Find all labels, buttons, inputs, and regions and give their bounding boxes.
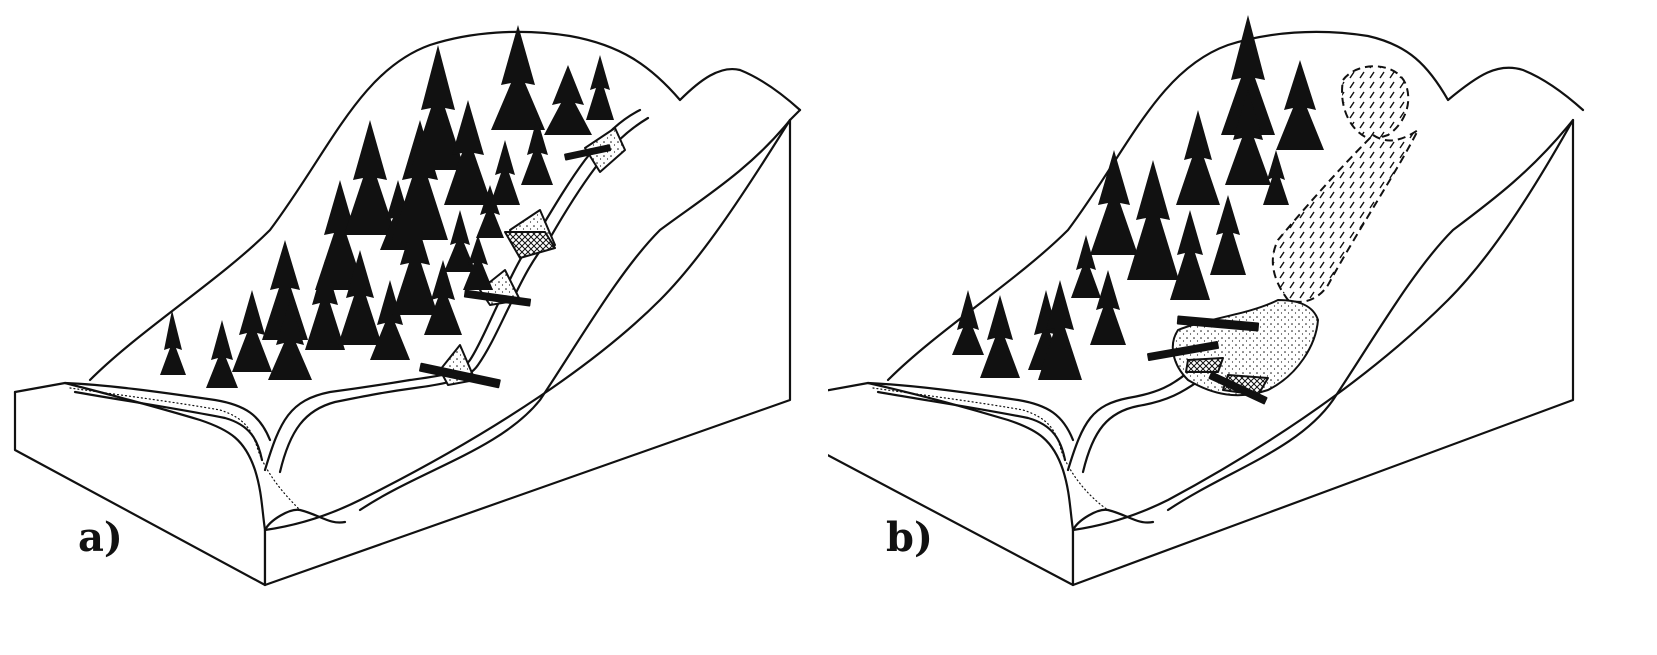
river-channel-edge-front [1071,508,1155,532]
tree [490,140,520,205]
log-debris-2 [1147,340,1219,362]
tree [411,45,465,170]
tree [1176,110,1220,205]
tree [1038,280,1082,380]
landslide-source-scar [1341,65,1410,141]
river-bank-upper [63,381,272,442]
stream-bank-left [1066,370,1190,472]
block-top-edge [13,381,267,532]
tree [586,55,614,120]
tree [463,235,493,290]
slope-right-edge [358,118,792,512]
tree [1170,210,1210,300]
river-floodplain [69,387,301,511]
check-dam-2-base [504,231,556,259]
tree [1090,150,1138,255]
mountain-ridge [886,30,1585,382]
tree [1221,15,1275,135]
tree [952,290,984,355]
block-front-right-face [1071,118,1575,587]
tree [1127,160,1179,280]
tree [476,185,504,238]
tree [521,118,553,185]
tree [268,300,312,380]
stream-bank-right [1081,378,1202,474]
tree [491,25,545,130]
landslide-track [1271,129,1419,303]
tree [1263,150,1289,205]
panel-b-drawing [828,15,1585,587]
panel-a: a) [0,0,828,655]
mountain-ridge [88,30,802,382]
river-bank-lower [73,390,264,462]
conifer-trees [952,15,1324,380]
mountain-back-face [788,108,802,122]
panel-b: b) [828,0,1656,655]
tree [206,320,238,388]
tree [392,215,438,315]
tree [444,100,492,205]
tree [1225,90,1271,185]
tree [544,65,592,135]
tree [1090,270,1126,345]
tree [1071,235,1101,298]
slope-right-edge [1166,118,1575,512]
panel-a-drawing [13,25,802,587]
block-front-left-face [13,390,267,587]
block-top-edge [828,381,1075,532]
tree [315,180,365,290]
panel-label-b: b) [886,514,933,561]
tree [444,210,476,272]
tree [262,240,308,340]
tree [1276,60,1324,150]
tree [392,120,448,240]
tree [1210,195,1246,275]
block-front-right-face [263,118,792,587]
stream-bank-right [278,116,650,474]
river-bank-upper [866,381,1075,442]
river-floodplain [872,387,1109,511]
tree [344,120,396,235]
tree [305,260,345,350]
river-channel-edge-front [263,508,347,532]
conifer-trees [160,25,614,388]
stream-bank-left [263,108,642,472]
log-debris-1 [1176,315,1260,332]
tree [160,310,186,375]
tree [338,250,382,345]
tree [980,295,1020,378]
log-1 [564,144,612,161]
log-3 [463,289,532,307]
tree [424,260,462,335]
tree [232,290,272,372]
panel-label-a: a) [78,514,123,561]
log-4 [419,362,501,389]
river-bank-lower [876,390,1067,462]
log-debris-3 [1208,371,1268,405]
debris-patch-1 [1185,357,1224,373]
tree [370,280,410,360]
